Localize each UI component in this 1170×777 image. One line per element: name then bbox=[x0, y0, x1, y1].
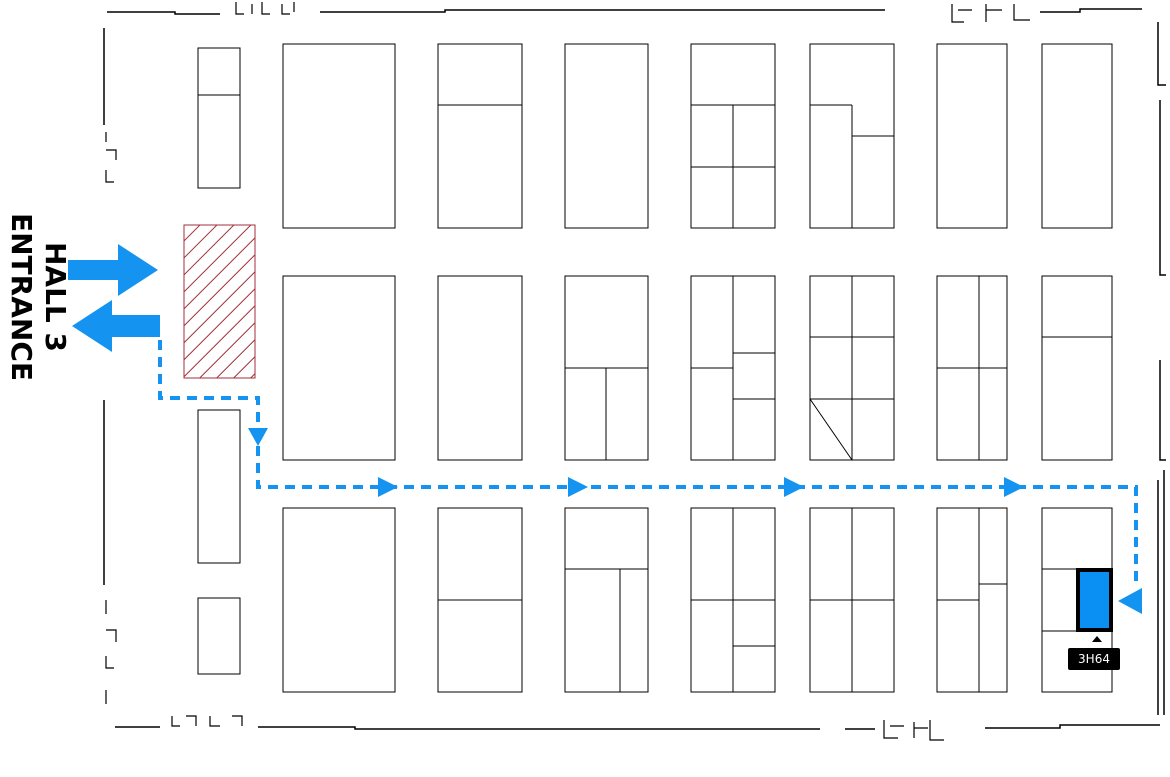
hall-name: HALL 3 bbox=[39, 241, 72, 353]
booth-blocks bbox=[282, 43, 1113, 693]
arrow-right-icon bbox=[68, 244, 158, 296]
triangle-arrow-icon bbox=[378, 477, 398, 497]
highlighted-booth-3H64[interactable] bbox=[1076, 568, 1113, 632]
hall-walls bbox=[103, 8, 1166, 730]
arrow-left-icon bbox=[72, 300, 160, 352]
restricted-area bbox=[183, 224, 256, 379]
triangle-arrow-icon bbox=[248, 428, 268, 446]
triangle-up-icon bbox=[1092, 636, 1102, 642]
entrance-text: ENTRANCE bbox=[5, 213, 38, 381]
hall-entrance-label: HALL 3 ENTRANCE bbox=[0, 204, 76, 390]
entrance-arrows bbox=[68, 244, 160, 352]
triangle-arrow-icon bbox=[1118, 588, 1142, 614]
triangle-arrow-icon bbox=[568, 477, 588, 497]
booth-column-0 bbox=[197, 47, 241, 675]
booth-id-badge: 3H64 bbox=[1068, 648, 1120, 670]
triangle-arrow-icon bbox=[784, 477, 804, 497]
route-direction-arrows bbox=[248, 428, 1142, 614]
triangle-arrow-icon bbox=[1004, 477, 1024, 497]
walking-route bbox=[158, 340, 1138, 588]
wall-fixtures bbox=[105, 2, 1030, 741]
